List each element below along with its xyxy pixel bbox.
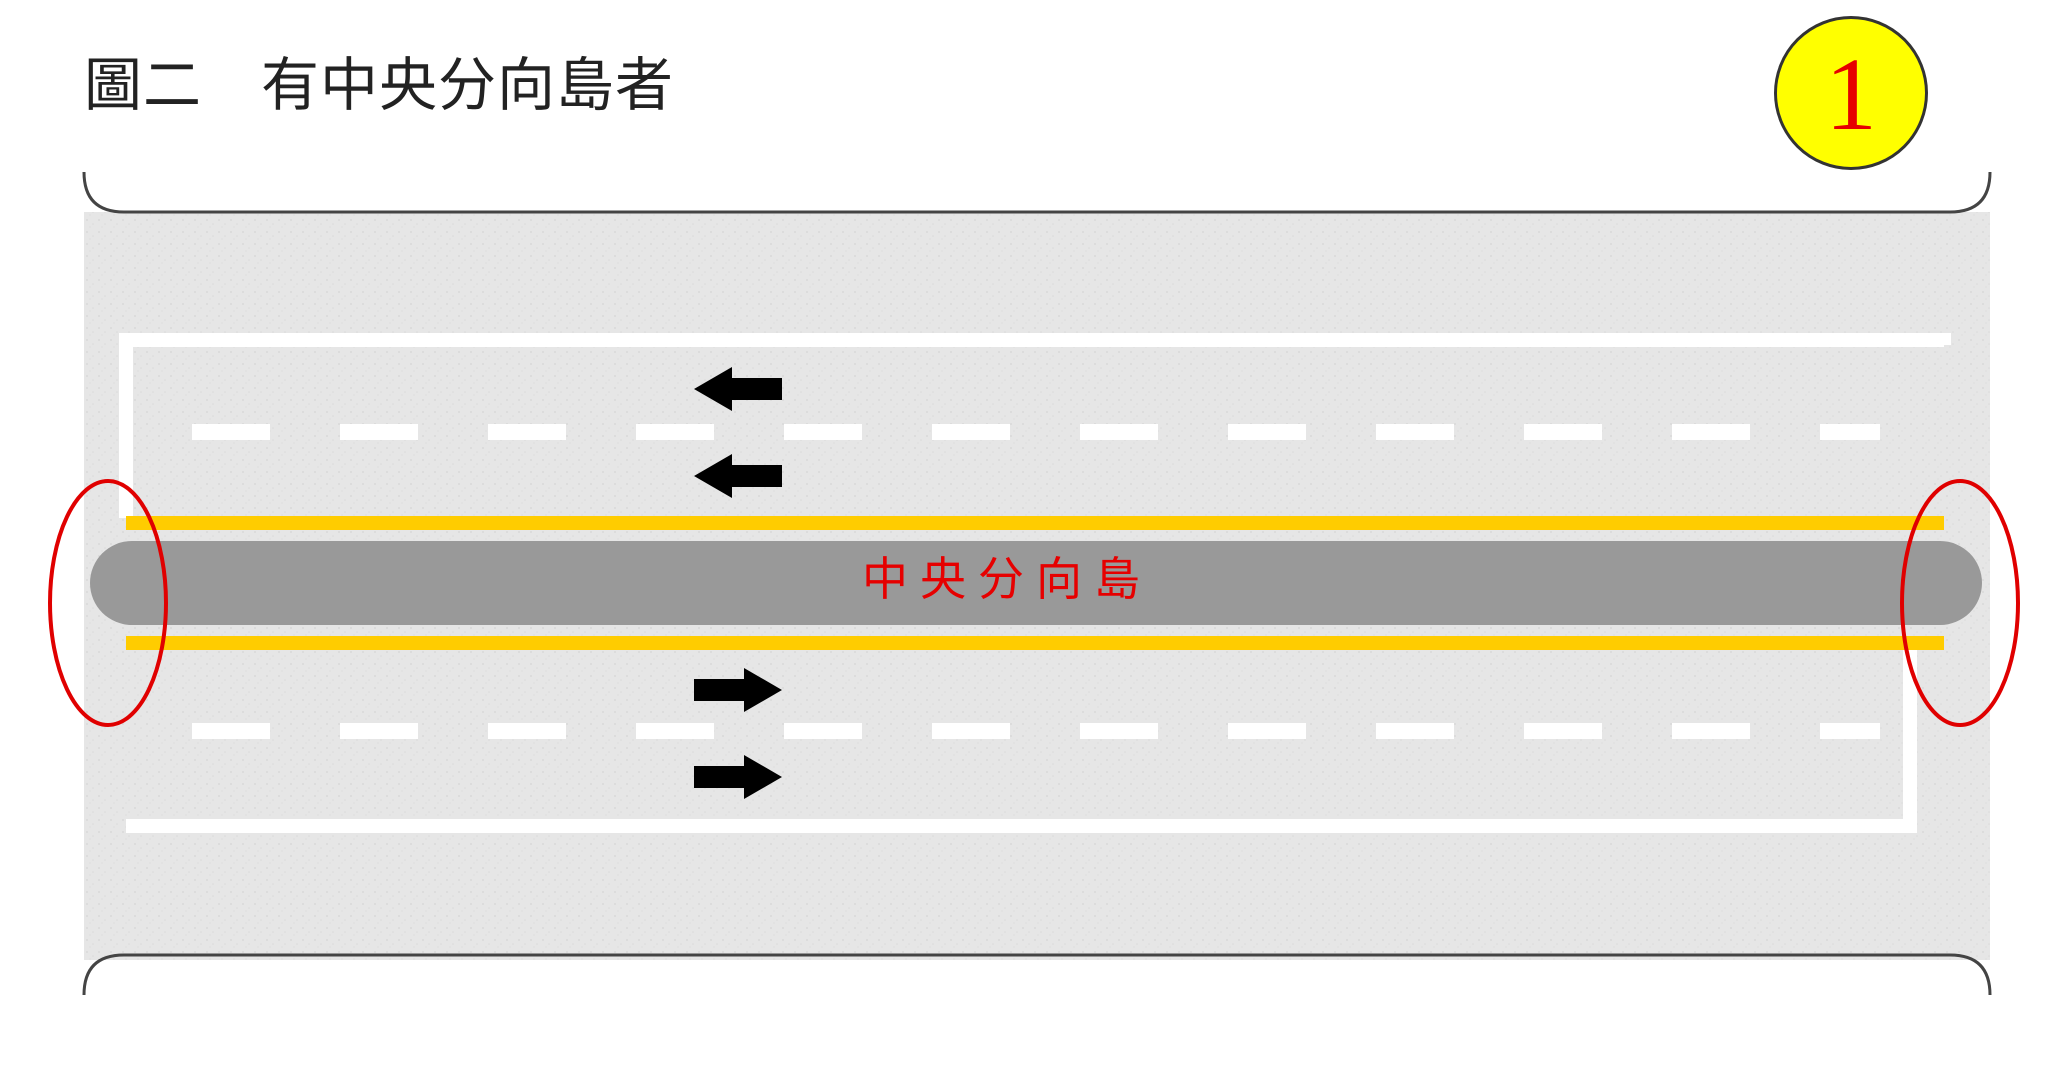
highlight-ellipse-left: [48, 479, 168, 727]
arrow-icon: [694, 755, 782, 799]
arrow-icon: [694, 668, 782, 712]
badge-number: 1: [1825, 37, 1877, 152]
yellow-line-lower: [126, 636, 1944, 650]
number-badge: 1: [1774, 16, 1928, 170]
yellow-line-upper: [126, 516, 1944, 530]
road-edge-top: [82, 171, 1992, 214]
edge-line-lower: [126, 648, 1917, 833]
figure-title: 圖二 有中央分向島者: [84, 51, 675, 119]
median-island: [90, 541, 1982, 625]
road-edge-bottom: [82, 953, 1992, 996]
arrow-icon: [694, 367, 782, 411]
median-label: 中央分向島: [862, 552, 1152, 606]
highlight-ellipse-right: [1900, 479, 2020, 727]
edge-line-upper: [119, 333, 1951, 518]
arrow-icon: [694, 454, 782, 498]
